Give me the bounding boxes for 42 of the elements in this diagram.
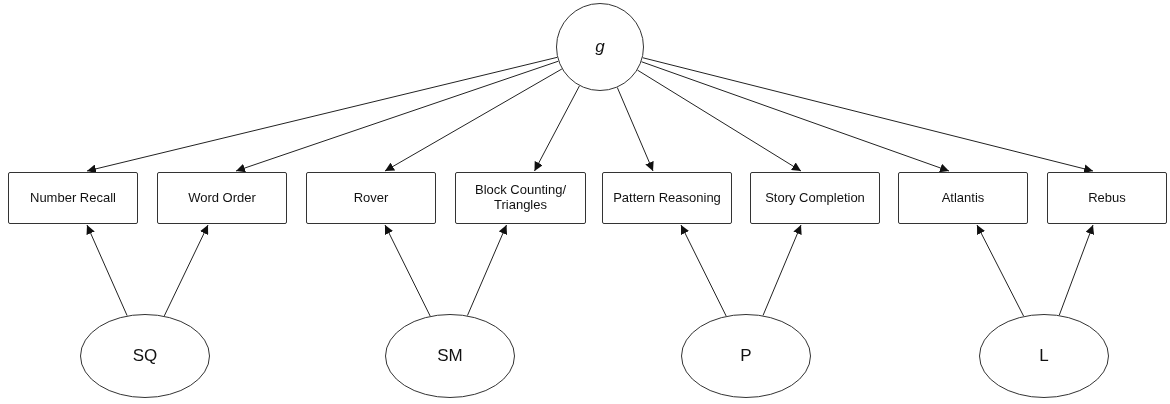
- arrow: [384, 224, 431, 317]
- arrow: [466, 224, 508, 317]
- arrow: [616, 86, 654, 172]
- test-box: [898, 172, 1028, 224]
- arrow: [1058, 224, 1095, 316]
- factor-label: P: [739, 346, 753, 366]
- test-box: [306, 172, 436, 224]
- factor-label: SQ: [131, 346, 159, 366]
- arrow: [976, 224, 1025, 317]
- test-label: Atlantis: [940, 190, 986, 206]
- test-label: Story Completion: [764, 190, 866, 206]
- factor-label: g: [594, 37, 606, 57]
- test-box: [8, 172, 138, 224]
- factor-label: SM: [436, 346, 464, 366]
- arrow: [680, 224, 727, 317]
- arrow: [235, 60, 559, 173]
- latent-factor-ellipse: [556, 3, 644, 91]
- arrow: [86, 224, 128, 317]
- latent-factor-ellipse: [385, 314, 515, 398]
- arrow: [762, 224, 802, 316]
- factor-label: L: [1038, 346, 1050, 366]
- latent-factor-ellipse: [979, 314, 1109, 398]
- test-label: Rebus: [1087, 190, 1127, 206]
- arrow: [384, 68, 563, 172]
- test-box: [1047, 172, 1167, 224]
- test-label: Word Order: [187, 190, 257, 206]
- test-label: Pattern Reasoning: [612, 190, 722, 206]
- test-box: [750, 172, 880, 224]
- arrow: [163, 224, 209, 317]
- arrow: [636, 69, 802, 172]
- latent-factor-ellipse: [681, 314, 811, 398]
- arrow: [640, 61, 950, 173]
- test-label: Block Counting/ Triangles: [473, 183, 568, 213]
- arrow: [86, 56, 558, 174]
- test-box: [455, 172, 586, 224]
- latent-factor-ellipse: [80, 314, 210, 398]
- test-label: Rover: [352, 190, 390, 206]
- test-box: [157, 172, 287, 224]
- test-label: Number Recall: [29, 190, 117, 206]
- arrow: [642, 57, 1094, 174]
- arrow: [534, 85, 580, 172]
- test-box: [602, 172, 732, 224]
